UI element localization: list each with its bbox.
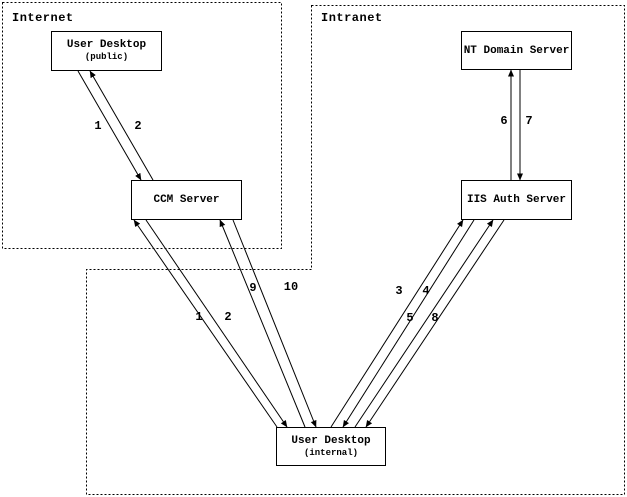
step-label-4: 4: [422, 284, 430, 298]
arrow-step1-public-desktop-to-ccm: [77, 70, 142, 181]
step-label-6: 6: [500, 114, 508, 128]
step-label-1-public: 1: [94, 119, 102, 133]
node-title: CCM Server: [153, 194, 220, 206]
node-title: IIS Auth Server: [466, 194, 567, 206]
step-label-3: 3: [395, 284, 403, 298]
step-label-2-internal: 2: [224, 310, 232, 324]
node-user-desktop-internal: User Desktop (internal): [276, 427, 386, 466]
arrow-step9-internal-desktop-to-ccm: [219, 219, 306, 428]
arrow-step2-ccm-to-public-desktop: [89, 70, 154, 181]
arrow-step10-ccm-to-internal-desktop: [232, 219, 317, 428]
node-subtitle: (internal): [303, 448, 358, 458]
arrow-step8-iis-to-internal-desktop: [365, 219, 505, 428]
node-title: NT Domain Server: [463, 44, 570, 57]
internet-zone-border: [2, 2, 282, 249]
arrow-step3-internal-desktop-to-iis: [330, 219, 464, 428]
step-label-7: 7: [525, 114, 533, 128]
node-title: User Desktop: [66, 39, 147, 51]
step-label-9: 9: [249, 281, 257, 295]
node-title: User Desktop: [291, 435, 371, 447]
node-user-desktop-public: User Desktop (public): [51, 31, 162, 71]
intranet-zone-border: [86, 5, 625, 495]
step-label-1-internal: 1: [195, 310, 203, 324]
step-label-5: 5: [406, 311, 414, 325]
internet-zone-label: Internet: [12, 11, 74, 25]
arrow-step1-internal-desktop-to-ccm: [133, 219, 278, 428]
node-subtitle: (public): [84, 52, 129, 62]
node-nt-domain-server: NT Domain Server: [461, 31, 572, 70]
arrow-step2-ccm-to-internal-desktop: [145, 219, 288, 428]
step-label-10: 10: [283, 280, 299, 294]
arrow-step4-iis-to-internal-desktop: [342, 219, 475, 428]
step-label-2-public: 2: [134, 119, 142, 133]
node-iis-auth-server: IIS Auth Server: [461, 180, 572, 220]
node-ccm-server: CCM Server: [131, 180, 242, 220]
arrow-step5-internal-desktop-to-iis: [354, 219, 494, 428]
intranet-zone-label: Intranet: [321, 11, 383, 25]
step-label-8: 8: [431, 311, 439, 325]
